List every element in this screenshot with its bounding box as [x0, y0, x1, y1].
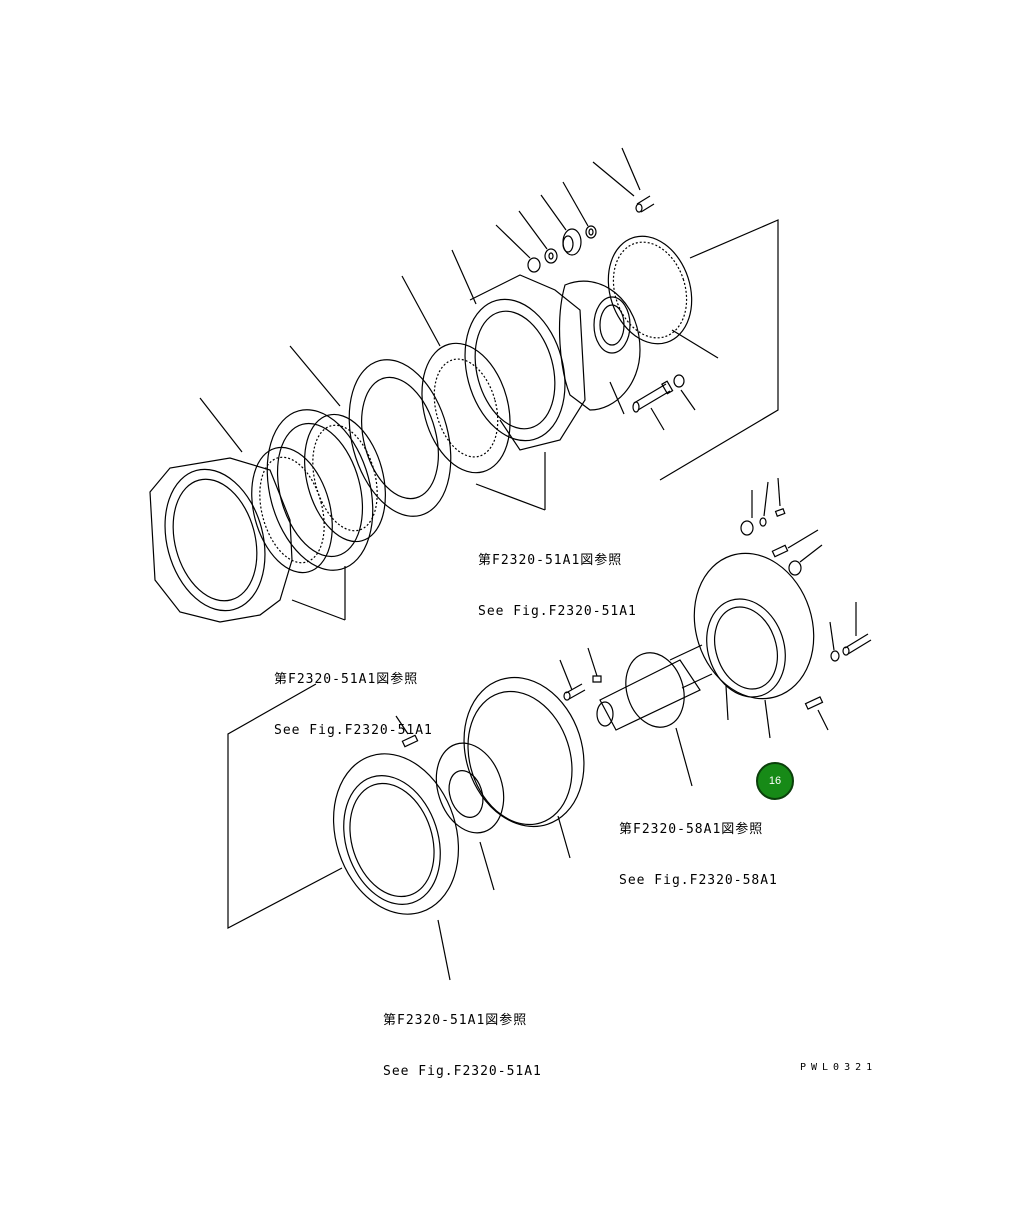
leader-line — [563, 182, 588, 226]
reference-en: See Fig.F2320-51A1 — [274, 723, 433, 738]
leader-line — [765, 700, 770, 738]
leader-line — [593, 162, 634, 196]
pin-part — [402, 735, 417, 746]
group-bracket-lower — [228, 684, 342, 928]
leader-line — [778, 478, 780, 506]
reference-label-output-shaft: 第F2320-58A1図参照 See Fig.F2320-58A1 — [619, 787, 778, 906]
leader-line — [452, 250, 476, 304]
leader-line — [558, 816, 570, 858]
reference-en: See Fig.F2320-51A1 — [478, 604, 637, 619]
leader-line — [681, 390, 695, 410]
ring-gear-large — [595, 225, 705, 354]
washer-part — [831, 651, 839, 661]
leader-line — [588, 648, 597, 676]
toothed-ring-front — [239, 438, 346, 581]
drawing-code: PWL0321 — [800, 1062, 878, 1073]
leader-line — [800, 545, 822, 562]
leader-line — [651, 408, 664, 430]
leader-arrow — [438, 920, 450, 980]
reference-label-lower: 第F2320-51A1図参照 See Fig.F2320-51A1 — [383, 978, 542, 1097]
callout-badge[interactable]: 16 — [756, 762, 794, 800]
leader-line — [672, 330, 718, 358]
clutch-housing-front — [150, 458, 292, 622]
end-plate-lower — [314, 737, 479, 930]
pin-part — [805, 697, 822, 709]
reference-en: See Fig.F2320-51A1 — [383, 1064, 542, 1079]
nut-part — [528, 258, 540, 272]
reference-jp: 第F2320-51A1図参照 — [478, 553, 623, 568]
leader-line — [764, 482, 768, 516]
perforated-disc — [250, 398, 389, 582]
leader-line — [519, 211, 547, 249]
leader-arrow — [676, 728, 692, 786]
nut-part — [741, 521, 753, 535]
reference-en: See Fig.F2320-58A1 — [619, 873, 778, 888]
leader-line — [560, 660, 572, 690]
leader-line — [610, 382, 624, 414]
nut-part — [789, 561, 801, 575]
leader-line — [788, 530, 818, 548]
leader-line — [480, 842, 494, 890]
reference-jp: 第F2320-51A1図参照 — [274, 672, 419, 687]
leader-arrow — [292, 600, 345, 620]
seal-ring-large — [445, 662, 602, 842]
output-shaft — [597, 645, 712, 735]
reference-label-upper-left: 第F2320-51A1図参照 See Fig.F2320-51A1 — [274, 637, 433, 756]
reference-jp: 第F2320-58A1図参照 — [619, 822, 764, 837]
nut-part — [545, 249, 557, 263]
clutch-housing-upper — [450, 275, 585, 452]
leader-line — [726, 686, 728, 720]
leader-line — [496, 225, 530, 258]
clutch-disc-upper — [408, 333, 523, 482]
washer-part — [674, 375, 684, 387]
leader-line — [622, 148, 640, 190]
leader-line — [830, 622, 834, 650]
clutch-gear-mid — [291, 405, 398, 550]
leader-line — [402, 276, 440, 346]
leader-line — [290, 346, 340, 406]
leader-line — [200, 398, 242, 452]
clutch-plate-middle — [333, 348, 467, 527]
lock-plate-part — [593, 676, 601, 682]
leader-arrow — [476, 484, 545, 510]
reference-label-upper-right: 第F2320-51A1図参照 See Fig.F2320-51A1 — [478, 518, 637, 637]
output-flange — [676, 538, 832, 715]
leader-line — [396, 716, 408, 734]
carrier-plate — [560, 281, 640, 410]
leader-line — [541, 195, 566, 230]
group-bracket-upper — [660, 220, 778, 480]
washer-part — [586, 226, 596, 238]
gear-part-small — [563, 229, 581, 255]
internal-gear-lower — [425, 734, 514, 841]
bolt-part — [564, 684, 585, 700]
washer-part — [760, 518, 766, 526]
pin-part — [776, 509, 785, 516]
pin-part — [772, 545, 787, 556]
leader-line — [818, 710, 828, 730]
reference-jp: 第F2320-51A1図参照 — [383, 1013, 528, 1028]
bolt-part — [633, 381, 673, 412]
bolt-part — [843, 634, 871, 655]
pin-part — [636, 196, 654, 212]
